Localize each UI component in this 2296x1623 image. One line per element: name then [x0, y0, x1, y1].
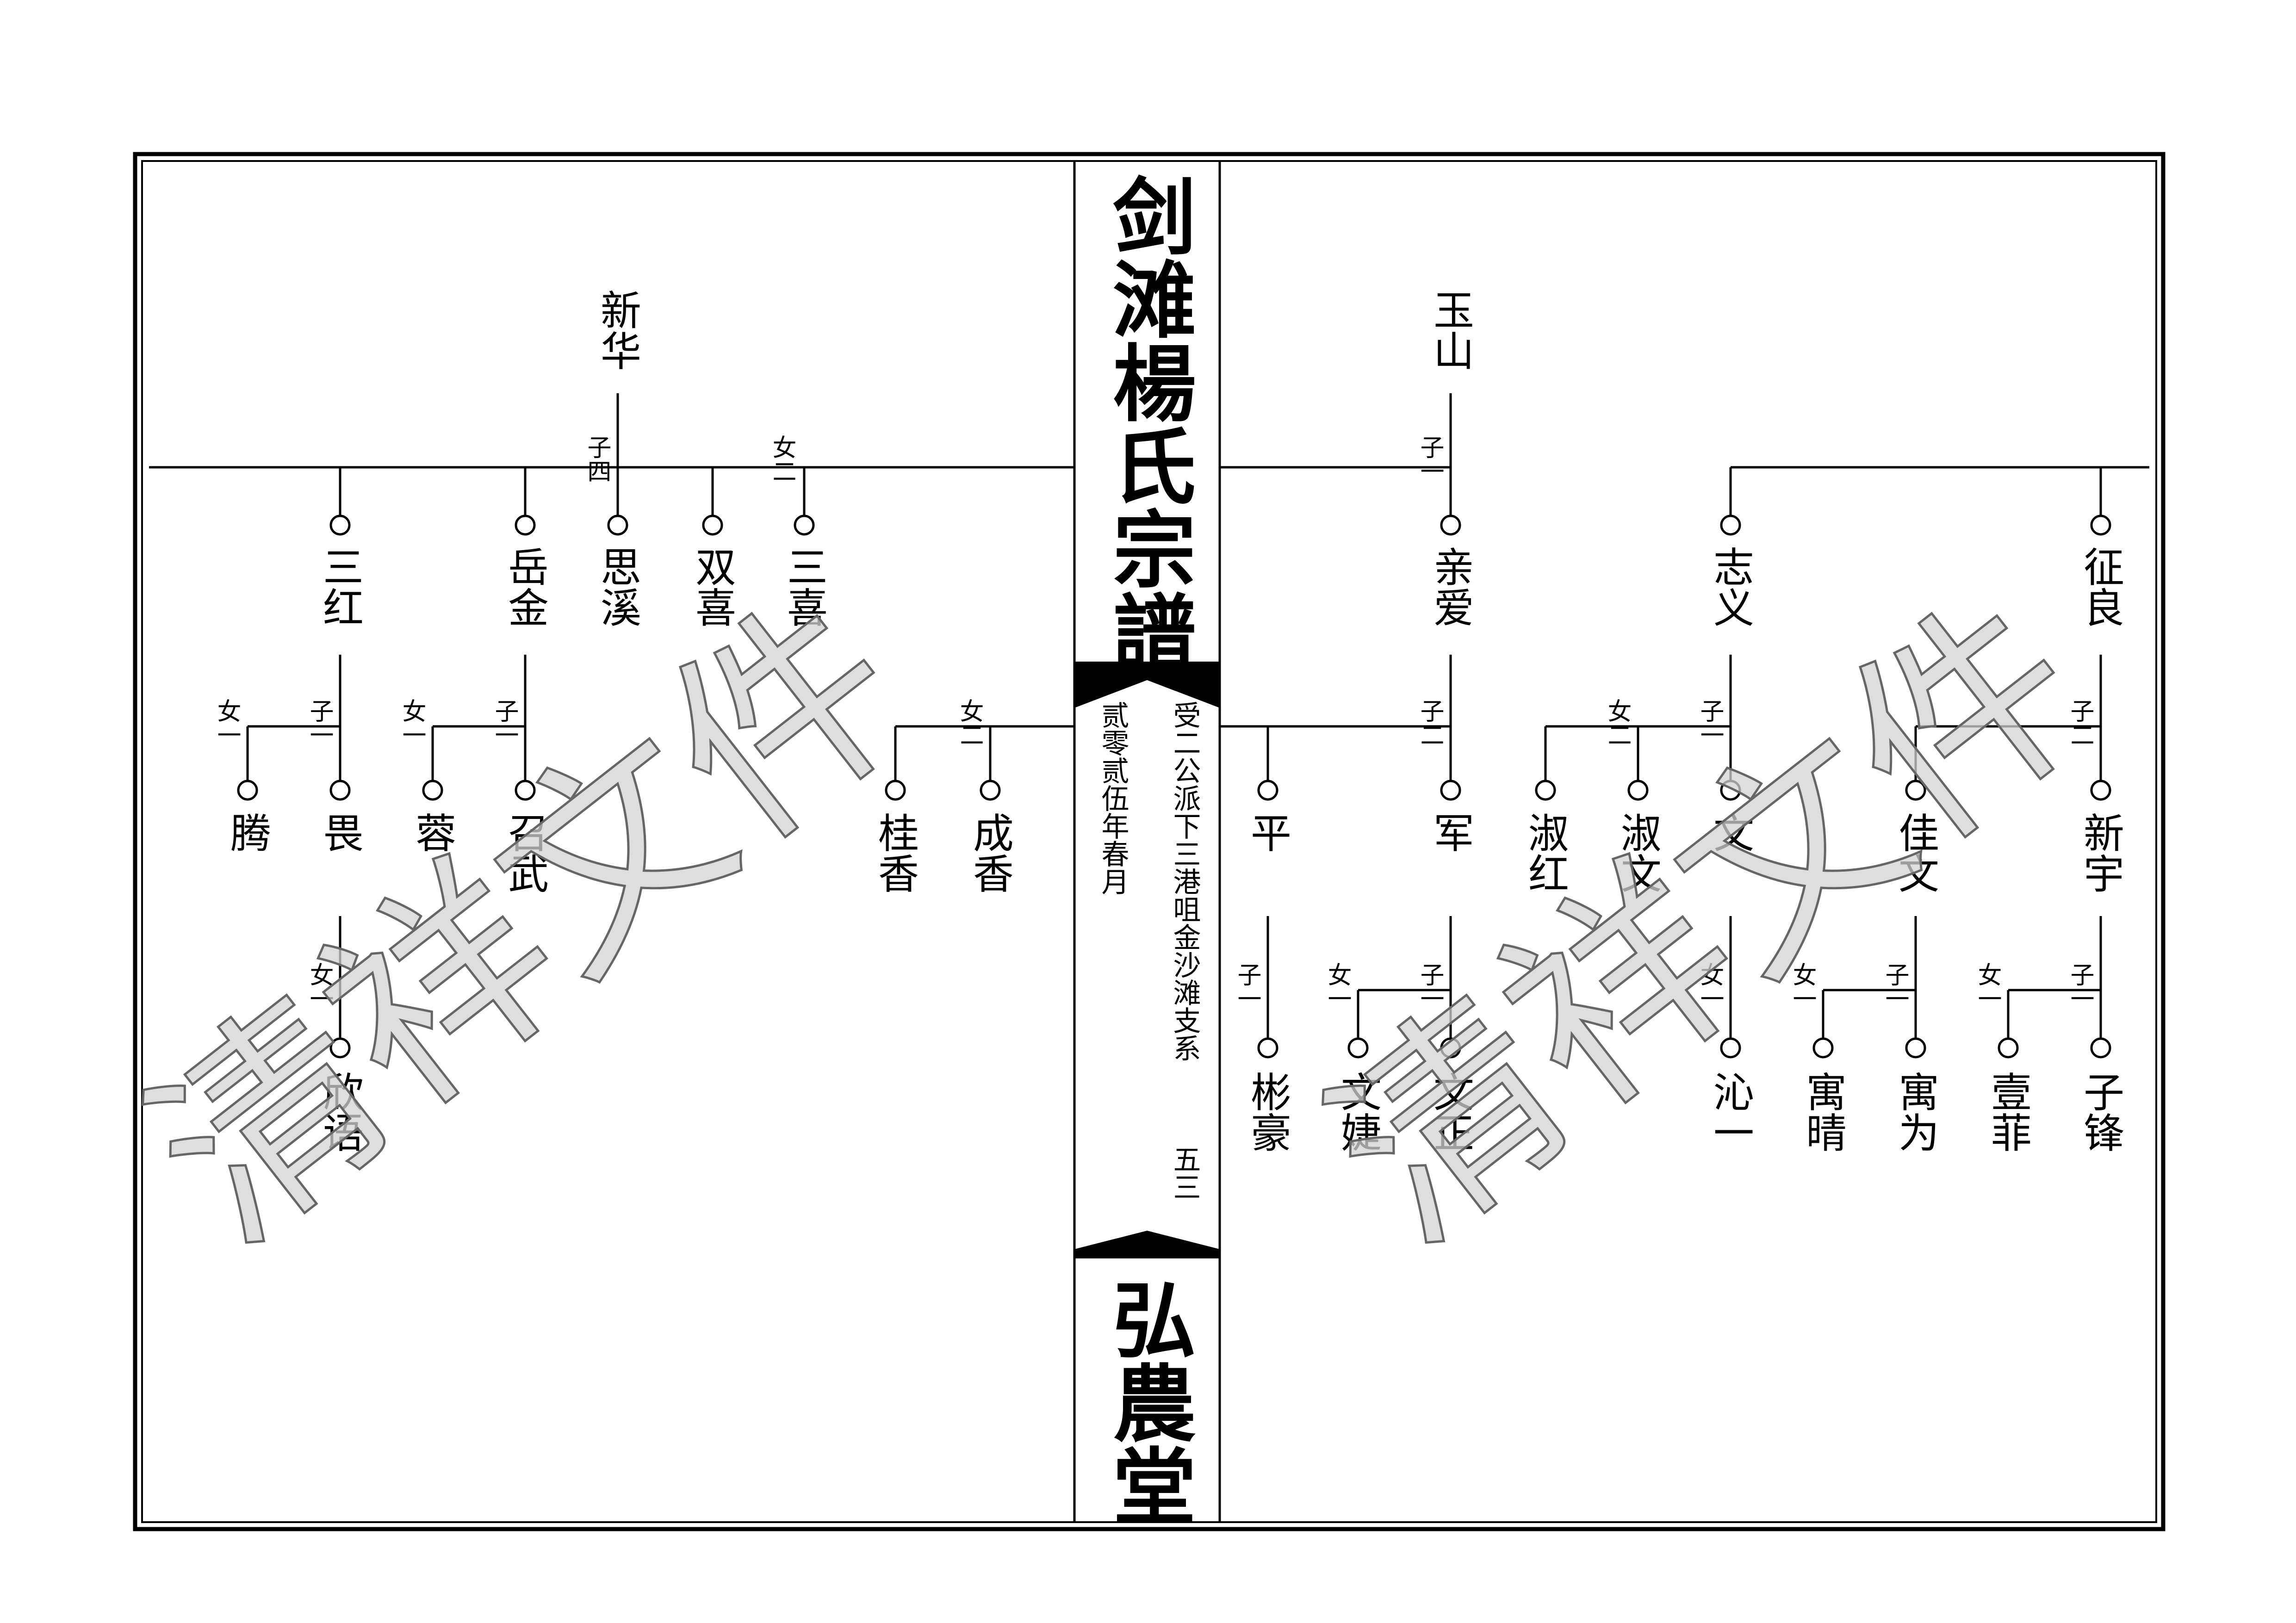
- name-sanxi: 三喜: [781, 546, 828, 627]
- spine-top-fishtail: [1074, 662, 1220, 708]
- count-wei-daughters: 女一: [305, 962, 333, 1010]
- spine-bottom-bar: [1074, 1249, 1220, 1258]
- watermark-right: 清祥文件: [1288, 553, 2129, 1288]
- count-jun-sons: 子一: [1416, 962, 1444, 1010]
- watermark-left: 清祥文件: [108, 553, 949, 1288]
- right-tree-lines: [1220, 393, 2149, 1039]
- count-jiawen-sons: 子一: [1881, 962, 1909, 1010]
- name-sanhong: 三红: [316, 546, 364, 627]
- count-sanxi-daughters: 女二: [956, 699, 983, 747]
- name-binhao: 彬豪: [1244, 1071, 1292, 1152]
- count-yuejin-sons: 子一: [490, 699, 518, 747]
- name-wen: 文: [1707, 812, 1755, 853]
- name-rong: 蓉: [409, 812, 457, 853]
- count-wen-daughters: 女一: [1696, 962, 1724, 1010]
- spine-branch: 受二公派下三港咀金沙滩支系: [1168, 701, 1201, 1062]
- count-xinyu-sons: 子一: [2066, 962, 2094, 1010]
- inner-border: [141, 160, 2157, 1523]
- name-xinyu-girl: 欣语: [316, 1071, 364, 1152]
- name-wenjie: 文婕: [1334, 1071, 1382, 1152]
- name-zhaowu: 召武: [502, 812, 549, 893]
- count-zhiyi-daughters: 女二: [1603, 699, 1631, 747]
- count-yuejin-daughters: 女一: [398, 699, 426, 747]
- name-yuqing: 寓晴: [1800, 1071, 1847, 1152]
- name-yuejin: 岳金: [502, 546, 549, 627]
- name-zhengliang: 征良: [2077, 546, 2125, 627]
- count-sanhong-daughters: 女一: [213, 699, 241, 747]
- name-zifeng: 子锋: [2077, 1071, 2125, 1152]
- name-guixiang: 桂香: [872, 812, 919, 893]
- name-sixi: 思溪: [594, 546, 642, 627]
- left-tree-nodes: [237, 514, 1001, 1059]
- name-jiawen: 佳文: [1892, 812, 1940, 893]
- name-yuwei: 寓为: [1892, 1071, 1940, 1152]
- left-tree-lines: [149, 393, 1074, 1039]
- name-teng: 腾: [224, 812, 272, 853]
- count-zhiyi-sons: 子一: [1696, 699, 1724, 747]
- count-jun-daughters: 女一: [1323, 962, 1351, 1010]
- name-shuwen: 淑文: [1614, 812, 1662, 893]
- count-jiawen-daughters: 女一: [1788, 962, 1816, 1010]
- name-qinai: 亲爱: [1427, 546, 1475, 627]
- count-yushan-sons: 子一: [1416, 435, 1444, 483]
- name-qinyi: 沁一: [1707, 1071, 1755, 1152]
- right-tree-nodes: [1257, 514, 2111, 1059]
- count-xinhua-daughters: 女二: [768, 435, 796, 483]
- name-zhiyi: 志义: [1707, 546, 1755, 627]
- name-chengxiang: 成香: [967, 812, 1014, 893]
- name-xinhua: 新华: [594, 289, 642, 371]
- count-sanhong-sons: 子一: [305, 699, 333, 747]
- spine-title: 剑滩楊氏宗譜: [1098, 173, 1196, 673]
- name-shuhong: 淑红: [1522, 812, 1570, 893]
- name-yifei: 壹菲: [1985, 1071, 2032, 1152]
- name-jun: 军: [1427, 812, 1475, 853]
- count-ping-sons: 子一: [1233, 962, 1261, 1010]
- name-yushan: 玉山: [1427, 289, 1475, 371]
- count-qinai-sons: 子二: [1416, 699, 1444, 747]
- count-xinhua-sons: 子四: [583, 435, 611, 483]
- count-xinyu-daughters: 女一: [1973, 962, 2001, 1010]
- spine-hall: 弘農堂: [1098, 1277, 1196, 1527]
- name-shuangxi: 双喜: [689, 546, 737, 627]
- count-zhengliang-sons: 子二: [2066, 699, 2094, 747]
- outer-border: [133, 152, 2166, 1531]
- name-ping: 平: [1244, 812, 1292, 853]
- name-wei: 畏: [316, 812, 364, 853]
- name-xinyu: 新宇: [2077, 812, 2125, 893]
- spine-page-number: 五三: [1168, 1145, 1201, 1201]
- spine-date: 贰零贰伍年春月: [1097, 701, 1129, 895]
- name-wenzheng: 文正: [1427, 1071, 1475, 1152]
